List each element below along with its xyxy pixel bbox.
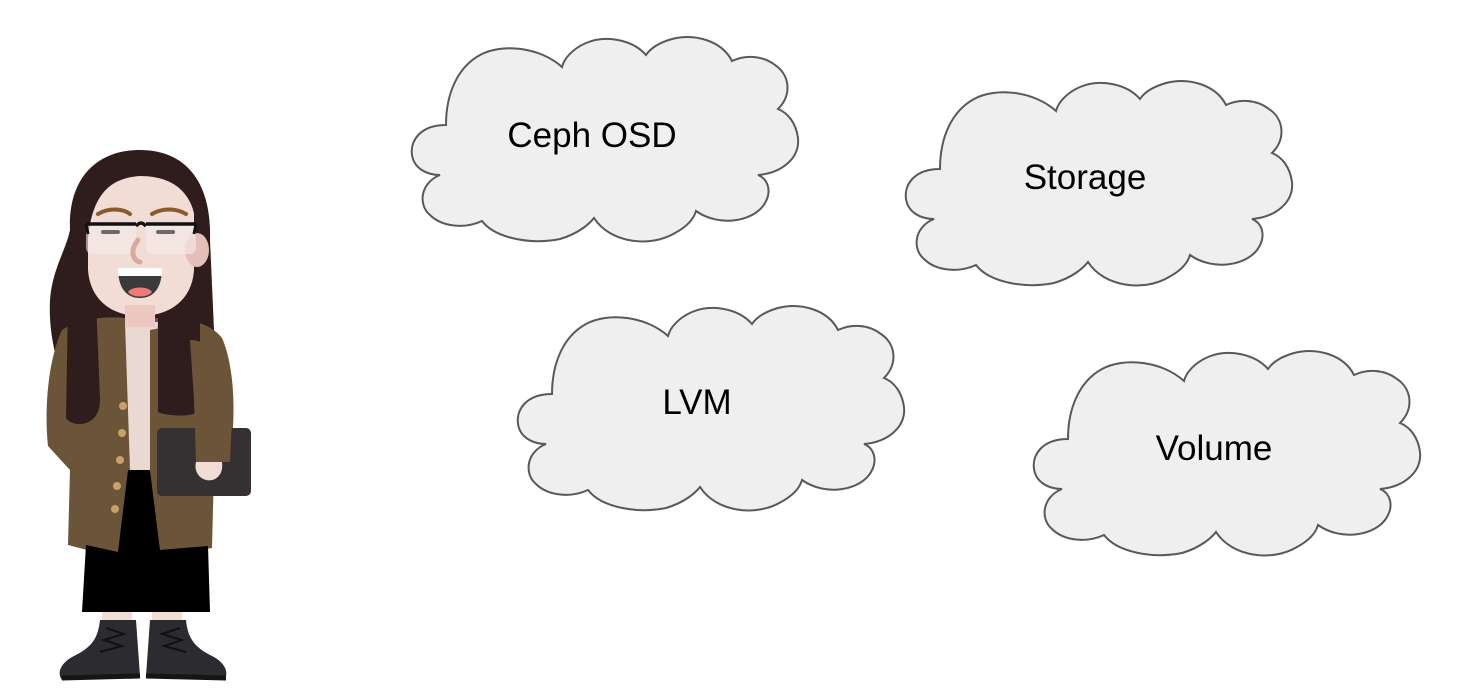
- cloud-label: Ceph OSD: [507, 116, 676, 155]
- character-illustration: [46, 150, 251, 681]
- hair-bangs: [71, 152, 210, 240]
- nose: [130, 237, 143, 265]
- teeth: [118, 268, 162, 276]
- leg-right: [152, 612, 182, 622]
- eyebrow-right: [150, 207, 188, 216]
- boot-left: [59, 620, 140, 680]
- skirt: [82, 470, 210, 612]
- hand: [195, 462, 223, 481]
- boot-laces: [99, 627, 187, 653]
- shirt: [125, 322, 158, 470]
- boot-soles: [61, 673, 227, 681]
- cloud-label: Storage: [1024, 158, 1147, 197]
- tongue: [128, 287, 152, 297]
- cloud-volume: Volume: [1032, 350, 1422, 557]
- boot-right: [146, 620, 227, 680]
- hair-strand-right: [158, 300, 200, 416]
- cloud-ceph-osd: Ceph OSD: [410, 36, 800, 243]
- eyebrow-left: [96, 207, 132, 216]
- leg-left: [102, 612, 132, 622]
- cloud-label: Volume: [1156, 429, 1273, 468]
- cloud-label: LVM: [662, 383, 731, 422]
- hair-strand-left: [66, 300, 100, 425]
- cloud-lvm: LVM: [516, 305, 906, 512]
- neck: [125, 305, 155, 327]
- cloud-storage: Storage: [904, 80, 1294, 287]
- coat-buttons: [111, 402, 127, 513]
- sleeve: [190, 340, 232, 462]
